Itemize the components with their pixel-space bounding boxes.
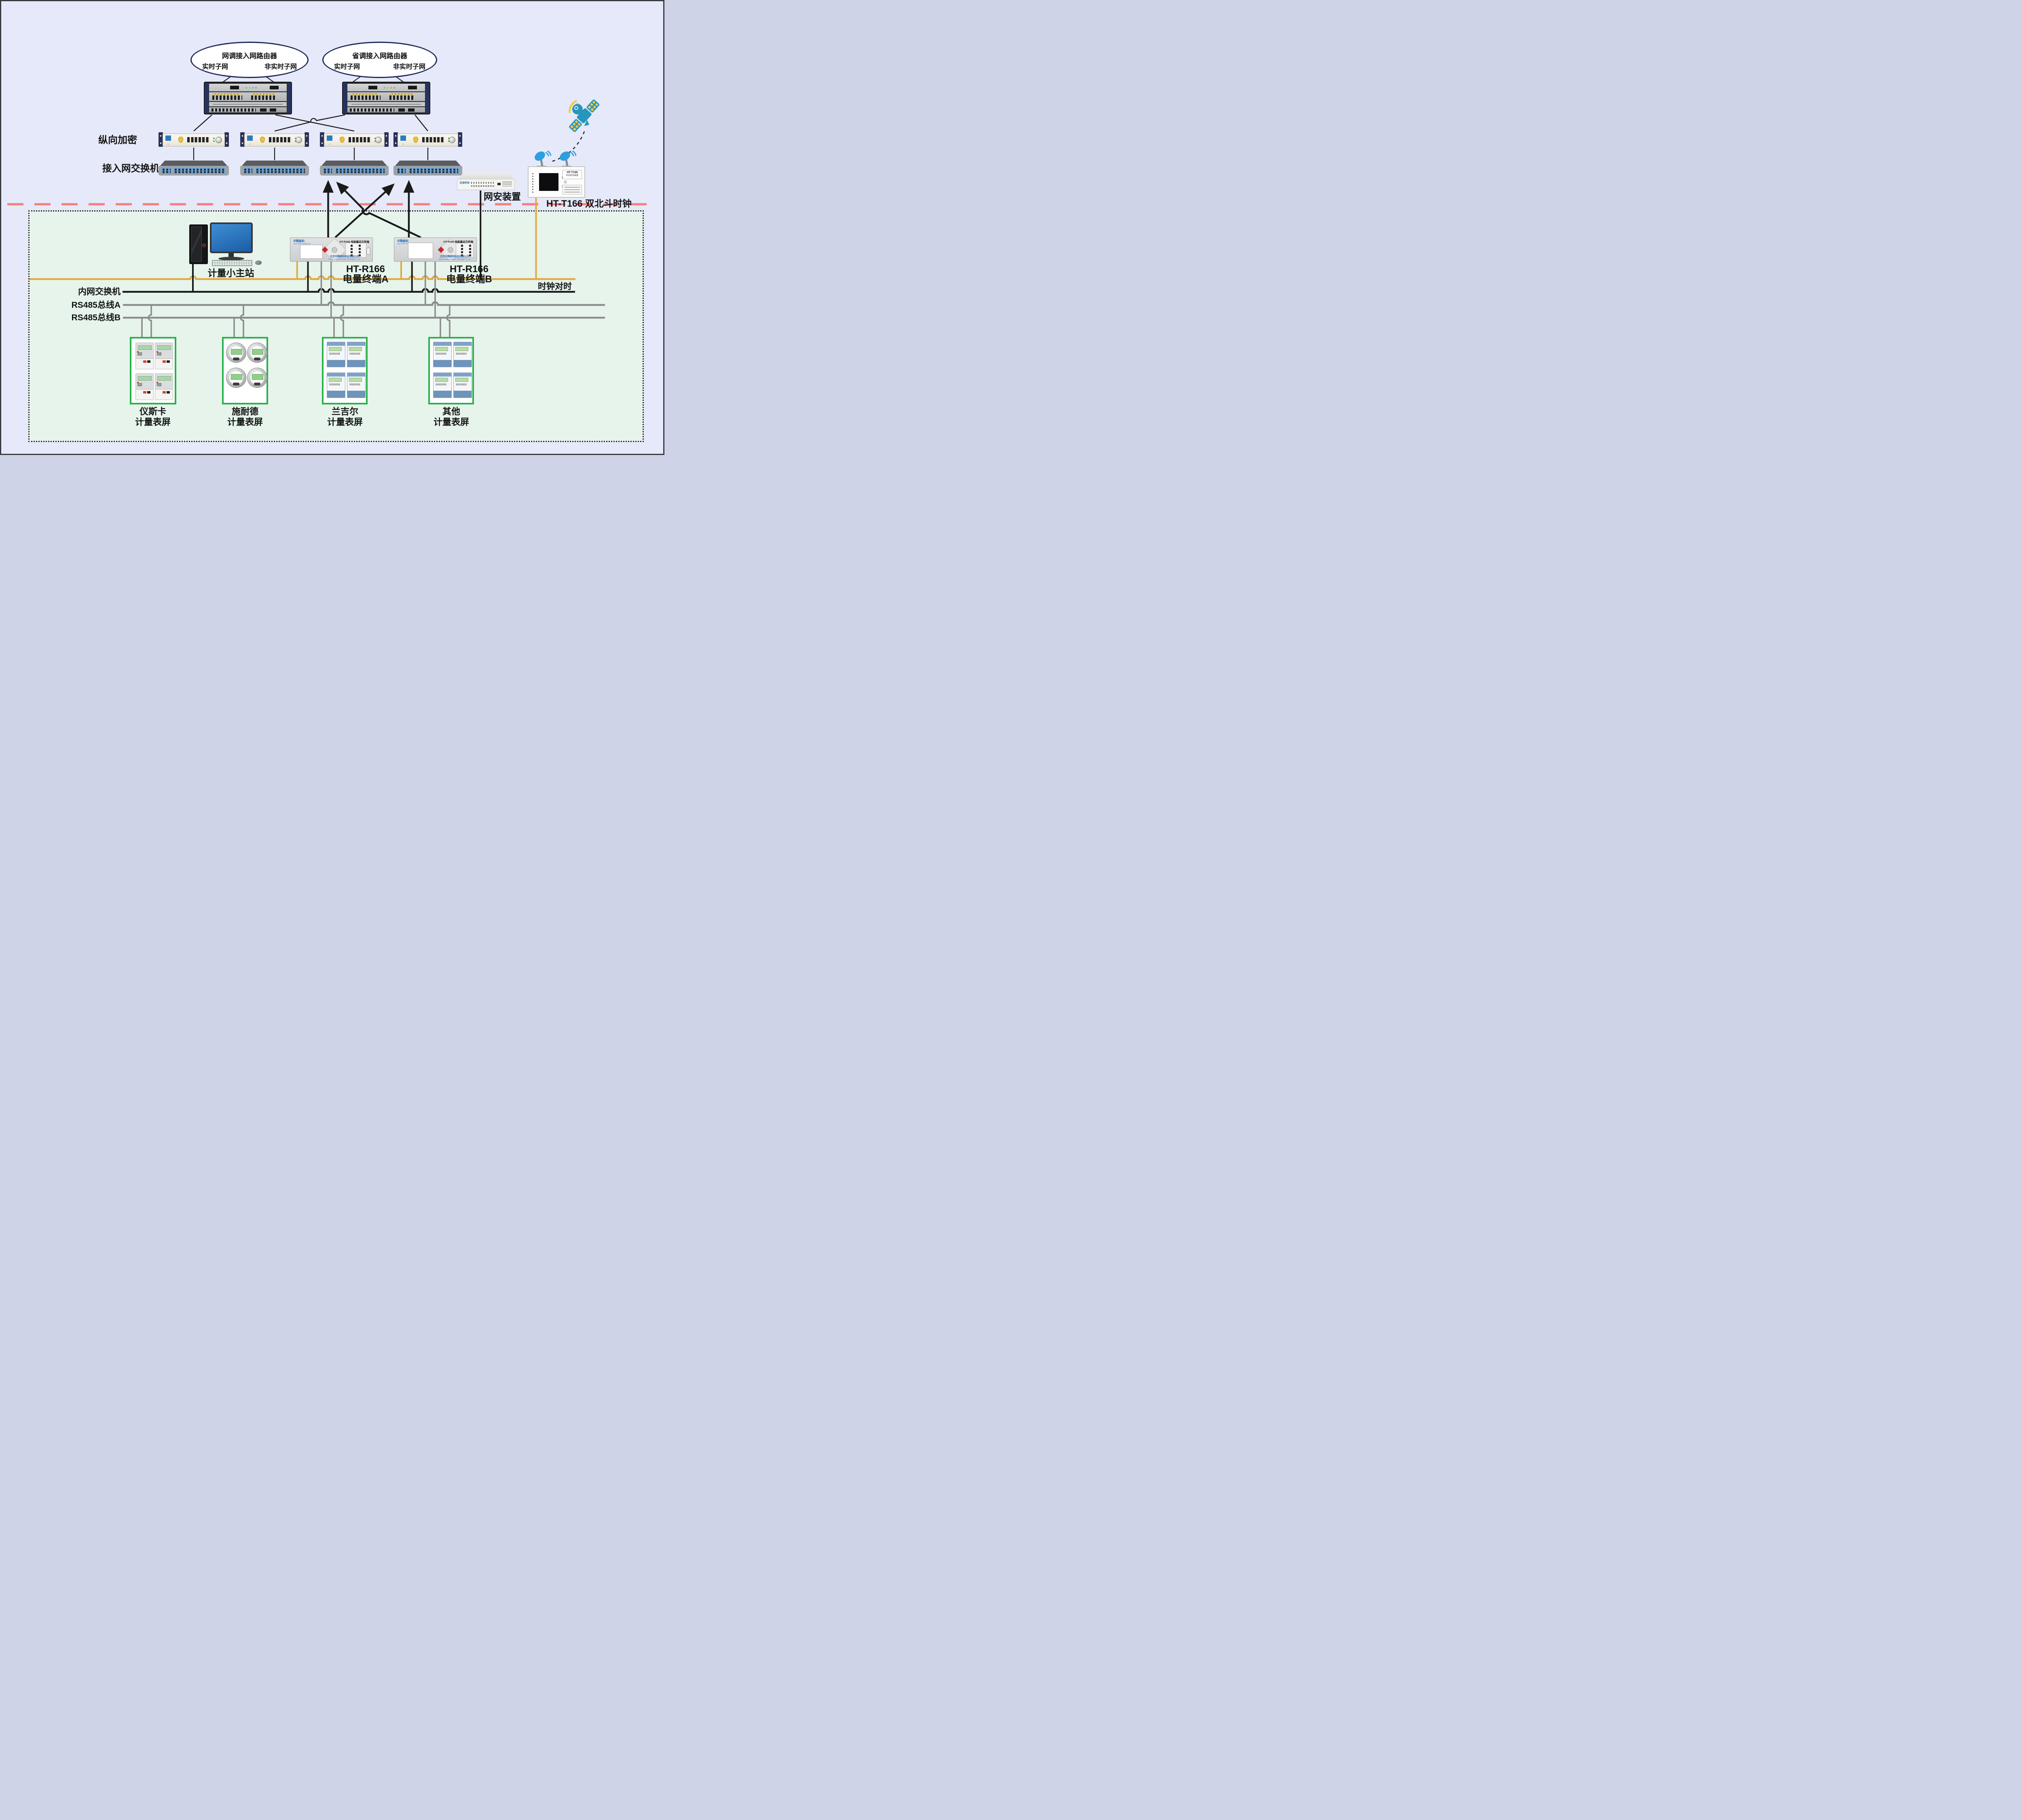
meter-panel-landis bbox=[322, 337, 368, 404]
terminal-model: HT-R166 bbox=[449, 264, 489, 275]
terminal-screen bbox=[300, 245, 323, 259]
terminal-b-device: 华腾盛和 HUA TENG SHENG HE HT-R166 电能量远方终端 北… bbox=[394, 237, 477, 262]
panel-subtitle: 计量表屏 bbox=[135, 417, 171, 427]
terminal-company: 北京华腾盛和科技有限公司 bbox=[330, 256, 359, 258]
terminal-company-en: Beijing Huateng Shenghe Technology Co., … bbox=[438, 258, 471, 260]
satellite-icon bbox=[569, 99, 600, 132]
terminal-face-title: HT-R166 电能量远方终端 bbox=[339, 241, 369, 243]
encryption-device-4 bbox=[393, 131, 462, 148]
terminal-a-label: HT-R166 电量终端A bbox=[335, 264, 396, 284]
terminal-a-device: 华腾盛和 HUA TENG SHENG HE HT-R166 电能量远方终端 北… bbox=[290, 237, 373, 262]
terminal-b-label: HT-R166 电量终端B bbox=[439, 264, 499, 284]
diagram-canvas: 网调接入网路由器 实时子网 非实时子网 省调接入网路由器 实时子网 非实时子网 bbox=[0, 0, 664, 455]
panel-label-schneider: 施耐德 计量表屏 bbox=[213, 406, 277, 427]
access-switch-3 bbox=[320, 161, 389, 176]
net-security-brand: 杭途科技 bbox=[460, 182, 470, 184]
non-realtime-subnet-label: 非实时子网 bbox=[393, 63, 425, 70]
maintenance-port bbox=[366, 248, 370, 255]
pc-tower bbox=[189, 224, 208, 264]
cloud-province-dispatch-router: 省调接入网路由器 实时子网 非实时子网 bbox=[322, 42, 437, 78]
net-security-label: 网安装置 bbox=[484, 191, 521, 202]
terminal-brand-en: HUA TENG SHENG HE bbox=[397, 243, 415, 245]
panel-subtitle: 计量表屏 bbox=[433, 417, 469, 427]
encryption-row-label: 纵向加密 bbox=[98, 135, 137, 146]
meter-panel-other bbox=[428, 337, 474, 404]
rs485-bus-b-label: RS485总线B bbox=[71, 313, 121, 322]
terminal-brand-en: HUA TENG SHENG HE bbox=[293, 243, 311, 245]
terminal-brand: 华腾盛和 bbox=[397, 240, 408, 243]
terminal-model: HT-R166 bbox=[346, 264, 385, 275]
access-switch-1 bbox=[159, 161, 229, 176]
beidou-clock-device: HT-T166 时间同步装置 bbox=[528, 166, 585, 198]
intranet-switch-label: 内网交换机 bbox=[78, 287, 121, 296]
encryption-device-2 bbox=[240, 131, 309, 148]
panel-vendor: 施耐德 bbox=[231, 406, 258, 417]
router-chassis-2 bbox=[342, 82, 430, 114]
panel-label-iskra: 仪斯卡 计量表屏 bbox=[121, 406, 185, 427]
clock-antennas-icon bbox=[535, 151, 577, 168]
terminal-screen bbox=[408, 243, 433, 259]
access-switch-2 bbox=[240, 161, 309, 176]
panel-label-other: 其他 计量表屏 bbox=[419, 406, 484, 427]
clock-model: HT-T166 bbox=[567, 171, 578, 174]
panel-vendor: 仪斯卡 bbox=[139, 406, 166, 417]
panel-label-landis: 兰吉尔 计量表屏 bbox=[313, 406, 377, 427]
clock-subtitle: 时间同步装置 bbox=[566, 174, 578, 177]
panel-vendor: 其他 bbox=[442, 406, 460, 417]
cloud-title: 网调接入网路由器 bbox=[222, 52, 277, 60]
pc-mouse bbox=[255, 260, 262, 265]
monitor-base bbox=[218, 257, 244, 260]
panel-vendor: 兰吉尔 bbox=[331, 406, 358, 417]
meter-panel-iskra bbox=[130, 337, 176, 404]
connection-lines bbox=[7, 74, 652, 337]
access-switch-row-label: 接入网交换机 bbox=[102, 163, 159, 174]
clock-sync-label: 时钟对时 bbox=[538, 282, 572, 291]
terminal-company-en: Beijing Huateng Shenghe Technology Co., … bbox=[328, 258, 361, 260]
router-chassis-1 bbox=[204, 82, 292, 114]
access-switch-4 bbox=[393, 161, 462, 176]
non-realtime-subnet-label: 非实时子网 bbox=[264, 63, 297, 70]
terminal-brand: 华腾盛和 bbox=[293, 240, 305, 243]
meter-panel-schneider bbox=[222, 337, 268, 404]
realtime-subnet-label: 实时子网 bbox=[334, 63, 360, 70]
rs485-bus-a-label: RS485总线A bbox=[71, 301, 121, 310]
panel-subtitle: 计量表屏 bbox=[327, 417, 363, 427]
encryption-device-1 bbox=[159, 131, 229, 148]
beidou-clock-label: HT-T166 双北斗时钟 bbox=[546, 198, 632, 209]
terminal-face-title: HT-R166 电能量远方终端 bbox=[443, 241, 473, 243]
pc-monitor bbox=[210, 222, 253, 253]
pc-keyboard bbox=[212, 260, 252, 266]
net-security-device: 杭途科技 bbox=[457, 173, 515, 191]
terminal-name: 电量终端B bbox=[446, 274, 492, 285]
encryption-device-3 bbox=[320, 131, 389, 148]
metering-master-label: 计量小主站 bbox=[207, 268, 254, 278]
realtime-subnet-label: 实时子网 bbox=[202, 63, 228, 70]
cloud-title: 省调接入网路由器 bbox=[352, 52, 407, 60]
panel-subtitle: 计量表屏 bbox=[227, 417, 263, 427]
terminal-company: 北京华腾盛和科技有限公司 bbox=[440, 256, 469, 258]
terminal-name: 电量终端A bbox=[343, 274, 389, 285]
monitor-stand bbox=[228, 253, 234, 258]
cloud-network-dispatch-router: 网调接入网路由器 实时子网 非实时子网 bbox=[190, 42, 309, 78]
